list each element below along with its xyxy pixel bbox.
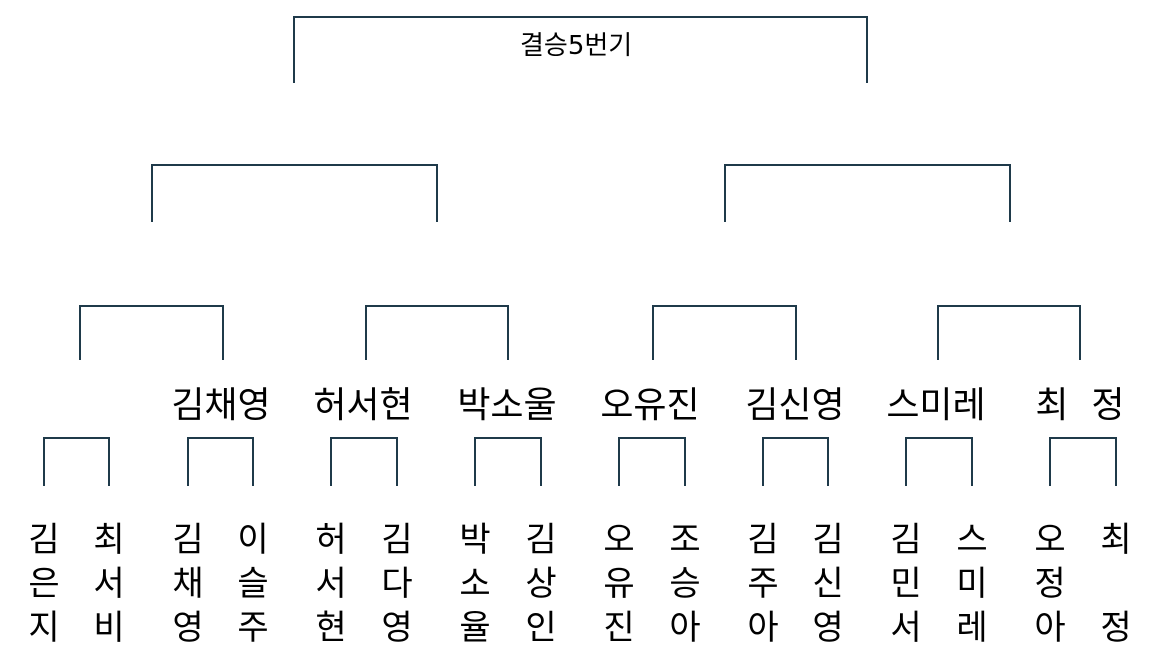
bracket-connector-11 xyxy=(474,437,542,486)
bracket-connector-13 xyxy=(762,437,829,486)
player-name-char: 허 xyxy=(315,520,347,560)
qf-winner-1: 김채영 xyxy=(171,385,271,426)
player-name-char: 아 xyxy=(747,608,779,648)
qf-winner-7: 최 정 xyxy=(1035,385,1125,426)
player-name-char: 미 xyxy=(956,564,988,604)
player-name-char: 김 xyxy=(812,520,844,560)
player-name-char: 지 xyxy=(28,608,60,648)
player-name-char: 레 xyxy=(956,608,988,648)
player-name-char: 최 xyxy=(93,520,125,560)
player-name-char: 오 xyxy=(1034,520,1066,560)
player-name-char: 김 xyxy=(747,520,779,560)
bracket-connector-3 xyxy=(724,164,1011,222)
bracket-connector-9 xyxy=(187,437,254,486)
player-name-char: 비 xyxy=(93,608,125,648)
player-name-char: 김 xyxy=(890,520,922,560)
player-name-char: 아 xyxy=(1034,608,1066,648)
final-title: 결승5번기 xyxy=(520,31,633,61)
player-name-char: 김 xyxy=(28,520,60,560)
bracket-connector-4 xyxy=(79,305,224,360)
player-name-char: 다 xyxy=(381,564,413,604)
player-name-char: 이 xyxy=(237,520,269,560)
qf-winner-5: 김신영 xyxy=(745,385,845,426)
bracket-connector-15 xyxy=(1049,437,1117,486)
bracket-connector-14 xyxy=(905,437,973,486)
player-name-char: 승 xyxy=(669,564,701,604)
player-name-char: 율 xyxy=(459,608,491,648)
player-name-char: 오 xyxy=(603,520,635,560)
player-name-char: 영 xyxy=(172,608,204,648)
bracket-connector-10 xyxy=(330,437,398,486)
player-name-char: 은 xyxy=(28,564,60,604)
qf-winner-6: 스미레 xyxy=(886,385,986,426)
player-name-char: 소 xyxy=(459,564,491,604)
player-name-char: 인 xyxy=(525,608,557,648)
player-name-char: 현 xyxy=(315,608,347,648)
player-name-char: 스 xyxy=(956,520,988,560)
player-name-char: 김 xyxy=(525,520,557,560)
player-name-char: 김 xyxy=(381,520,413,560)
qf-winner-2: 허서현 xyxy=(313,385,413,426)
player-name-char: 진 xyxy=(603,608,635,648)
player-name-char: 주 xyxy=(747,564,779,604)
qf-winner-3: 박소울 xyxy=(457,385,557,426)
player-name-char: 영 xyxy=(381,608,413,648)
player-name-char: 서 xyxy=(315,564,347,604)
player-name-char: 김 xyxy=(172,520,204,560)
player-name-char: 서 xyxy=(890,608,922,648)
qf-winner-4: 오유진 xyxy=(600,385,700,426)
player-name-char: 주 xyxy=(237,608,269,648)
player-name-char xyxy=(1091,562,1141,606)
bracket-connector-6 xyxy=(652,305,797,360)
bracket-connector-2 xyxy=(151,164,438,222)
player-name-char: 서 xyxy=(93,564,125,604)
bracket-connector-8 xyxy=(43,437,110,486)
player-name-char: 박 xyxy=(459,520,491,560)
bracket-connector-5 xyxy=(365,305,509,360)
player-name-char: 상 xyxy=(525,564,557,604)
player-name-char: 영 xyxy=(812,608,844,648)
player-name-char: 조 xyxy=(669,520,701,560)
player-name-char: 정 xyxy=(1100,608,1132,648)
player-name-char: 슬 xyxy=(237,564,269,604)
player-name-char: 아 xyxy=(669,608,701,648)
bracket-connector-7 xyxy=(937,305,1081,360)
bracket-connector-12 xyxy=(618,437,686,486)
player-name-char: 채 xyxy=(172,564,204,604)
player-name-char: 유 xyxy=(603,564,635,604)
player-name-char: 신 xyxy=(812,564,844,604)
player-name-char: 정 xyxy=(1034,564,1066,604)
player-name-char: 민 xyxy=(890,564,922,604)
player-name-char: 최 xyxy=(1100,520,1132,560)
bracket-connector-1 xyxy=(293,16,868,83)
